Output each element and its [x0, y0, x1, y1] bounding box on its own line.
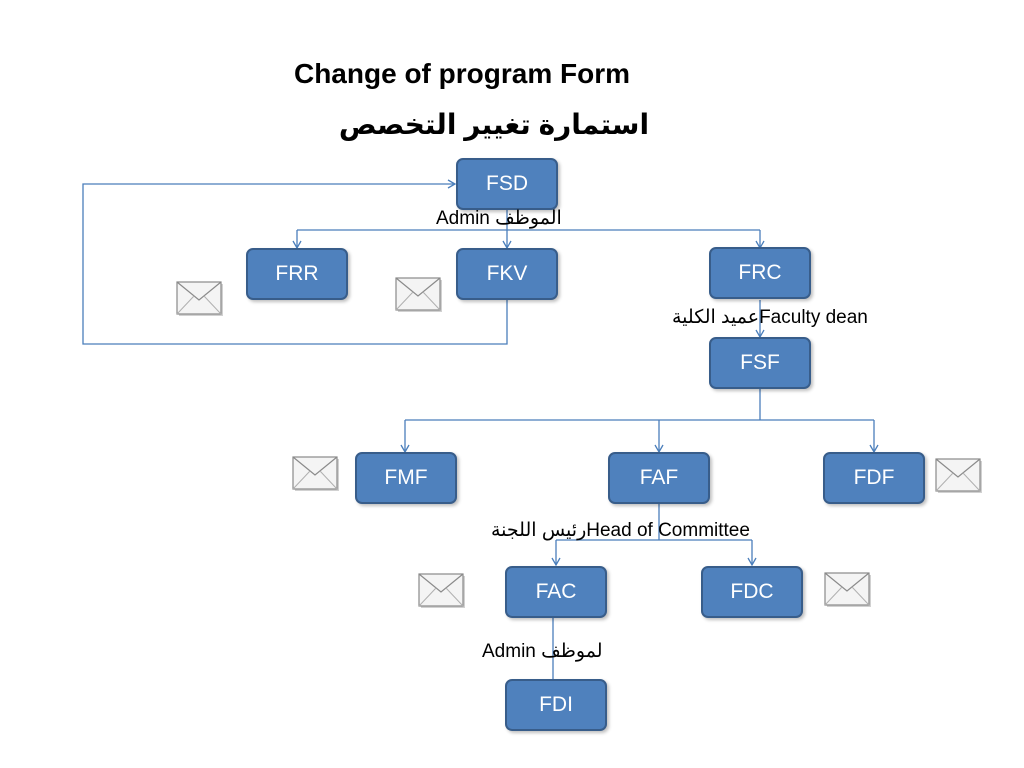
label-admin-bottom: Admin لموظف	[482, 641, 603, 662]
page-subtitle: استمارة تغيير التخصص	[338, 109, 650, 140]
page-title: Change of program Form	[293, 58, 630, 89]
node-fsf: FSF	[709, 337, 811, 389]
node-fdi: FDI	[505, 679, 607, 731]
envelope-icon	[824, 572, 871, 607]
envelope-icon	[935, 458, 982, 493]
envelope-icon	[176, 281, 223, 316]
label-admin-top: Admin الموظف	[436, 208, 562, 229]
connector-fkv-loop	[82, 179, 508, 345]
envelope-icon	[418, 573, 465, 608]
node-frc: FRC	[709, 247, 811, 299]
node-frr: FRR	[246, 248, 348, 300]
node-faf: FAF	[608, 452, 710, 504]
node-fdc: FDC	[701, 566, 803, 618]
node-fdf: FDF	[823, 452, 925, 504]
label-head-committee: رئيس اللجنةHead of Committee	[491, 520, 750, 541]
node-fsd: FSD	[456, 158, 558, 210]
node-fkv: FKV	[456, 248, 558, 300]
envelope-icon	[395, 277, 442, 312]
envelope-icon	[292, 456, 339, 491]
node-fac: FAC	[505, 566, 607, 618]
node-fmf: FMF	[355, 452, 457, 504]
label-faculty-dean: عميد الكليةFaculty dean	[672, 307, 868, 328]
